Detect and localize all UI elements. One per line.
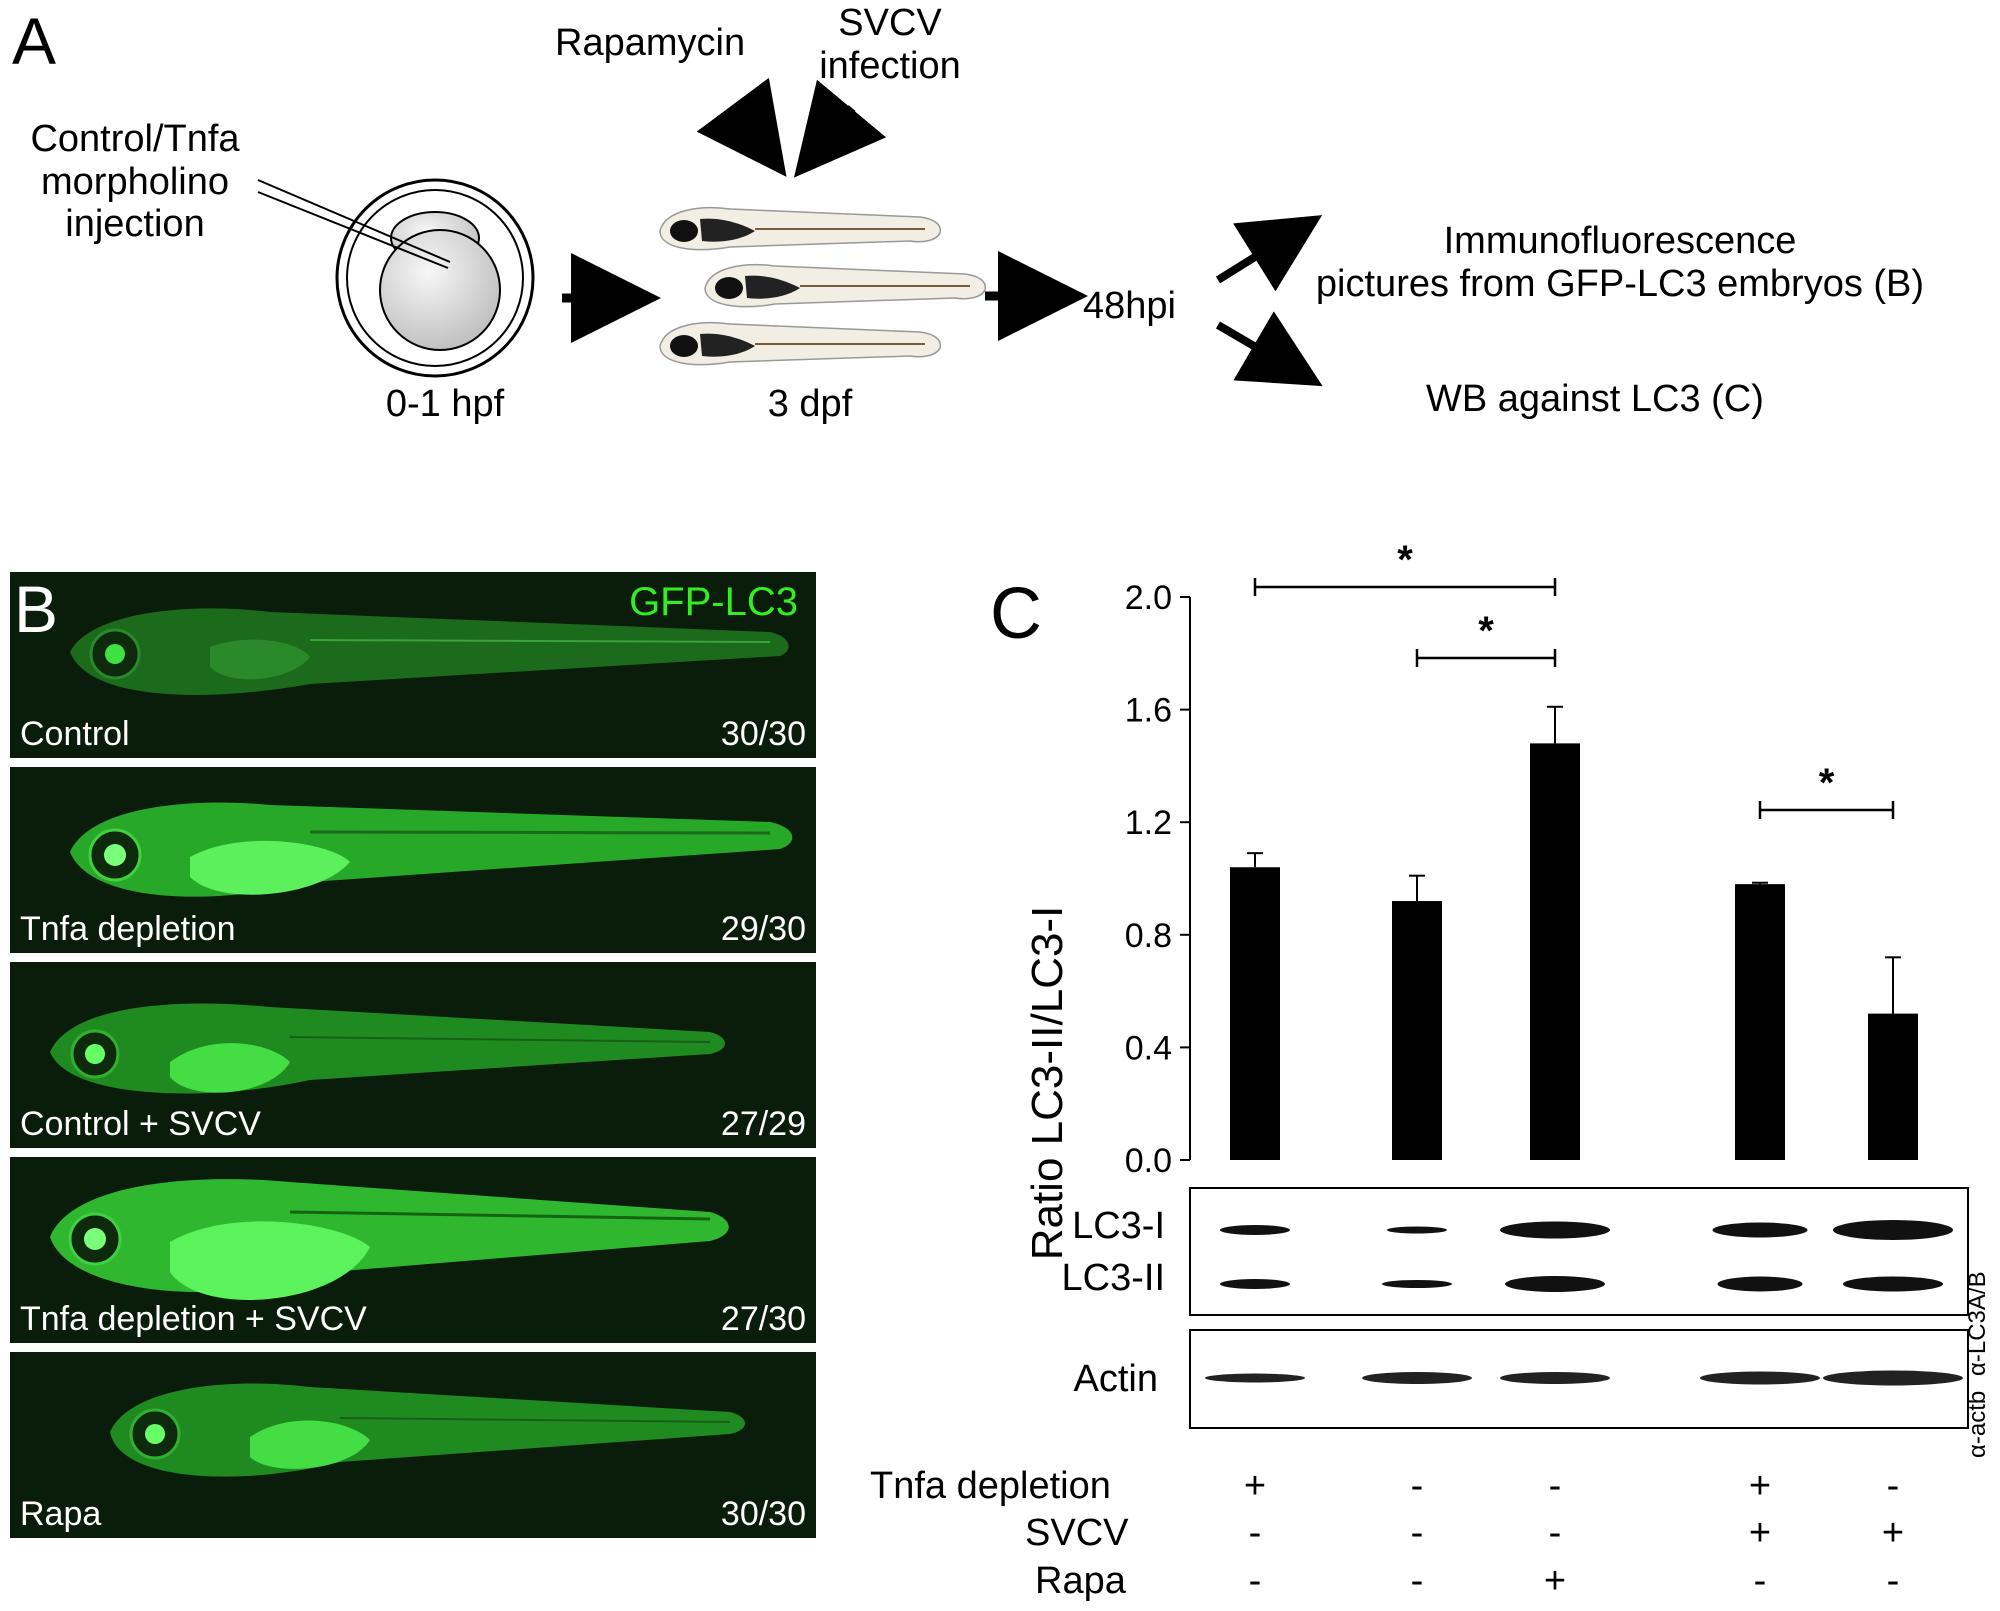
blot-band-lc3-i (1220, 1225, 1290, 1235)
fish-count: 27/29 (720, 1105, 806, 1143)
condition-sign: + (1243, 1465, 1267, 1507)
larva-fluorescence (50, 1003, 725, 1094)
flow-arrows (562, 77, 1323, 387)
injection-needle (257, 179, 451, 269)
blot-band-lc3-ii (1843, 1276, 1943, 1292)
gfp-lc3-label: GFP-LC3 (629, 580, 798, 624)
fish-label: Control + SVCV (20, 1105, 261, 1143)
panel-c-letter: C (990, 574, 1042, 654)
condition-sign: - (1548, 1465, 1562, 1507)
fish-label: Rapa (20, 1495, 102, 1533)
lc3-i-label: LC3-I (1072, 1205, 1165, 1247)
y-tick-label: 1.6 (1125, 692, 1172, 730)
condition-sign: - (1886, 1560, 1900, 1602)
fish-image: B GFP-LC3 Control 30/30 (10, 572, 816, 758)
blot-band-actin (1500, 1372, 1610, 1384)
y-tick-label: 0.4 (1125, 1029, 1172, 1067)
bar (1735, 884, 1785, 1160)
condition-label-rapa: Rapa (1035, 1560, 1126, 1602)
svcv-line-2: infection (819, 44, 961, 87)
immunofluorescence-text: Immunofluorescence pictures from GFP-LC3… (1270, 220, 1970, 305)
bar (1868, 1013, 1918, 1160)
panel-a-diagram (257, 77, 1323, 387)
injection-line-3: injection (65, 203, 205, 246)
fish-count: 30/30 (720, 715, 806, 753)
egg-time-label: 0-1 hpf (385, 383, 505, 425)
blot-band-actin (1362, 1372, 1472, 1384)
fish-image: Rapa 30/30 (10, 1352, 816, 1538)
blot-band-lc3-i (1500, 1221, 1610, 1239)
blot-band-lc3-i (1712, 1222, 1808, 1238)
injection-line-1: Control/Tnfa (30, 118, 240, 160)
larva-fluorescence (110, 1383, 745, 1477)
blot-band-actin (1700, 1371, 1820, 1385)
injection-line-2: morpholino (41, 160, 229, 203)
fish-label: Control (20, 715, 130, 753)
blot-band-lc3-i (1833, 1220, 1953, 1240)
rapamycin-label: Rapamycin (555, 22, 746, 64)
bar (1392, 901, 1442, 1160)
fish-count: 29/30 (720, 910, 806, 948)
fish-count: 30/30 (720, 1495, 806, 1533)
y-tick-label: 0.8 (1125, 917, 1172, 955)
fish-image: Tnfa depletion 29/30 (10, 767, 816, 953)
hpi-label: 48hpi (1083, 285, 1176, 327)
fish-image: Tnfa depletion + SVCV 27/30 (10, 1157, 816, 1343)
fish-label: Tnfa depletion (20, 910, 236, 948)
blot-band-actin (1823, 1370, 1963, 1386)
y-tick-label: 1.2 (1125, 804, 1172, 842)
panel-a-letter: A (12, 4, 57, 78)
condition-sign: + (1881, 1512, 1905, 1554)
bar (1230, 867, 1280, 1160)
if-line-1: Immunofluorescence (1443, 220, 1797, 262)
lc3-blot-box (1189, 1187, 1969, 1316)
injection-text: Control/Tnfa morpholino injection (10, 118, 260, 246)
condition-sign: - (1410, 1512, 1424, 1554)
condition-label-tnfa: Tnfa depletion (870, 1465, 1111, 1507)
condition-sign: + (1543, 1560, 1567, 1602)
antibody-lc3-label: α-LC3A/B (1964, 1271, 1991, 1376)
blot-band-lc3-ii (1717, 1276, 1803, 1292)
condition-sign: - (1886, 1465, 1900, 1507)
egg-illustration (335, 178, 535, 378)
condition-sign: + (1748, 1512, 1772, 1554)
condition-sign: - (1410, 1465, 1424, 1507)
y-tick-label: 0.0 (1125, 1142, 1172, 1180)
larva-time-label: 3 dpf (767, 383, 853, 425)
svcv-infection-text: SVCV infection (800, 2, 980, 87)
if-line-2: pictures from GFP-LC3 embryos (B) (1315, 262, 1925, 305)
larva-fluorescence (70, 608, 789, 695)
significance-star: * (1397, 538, 1413, 582)
panel-b-letter: B (14, 572, 59, 646)
condition-sign: - (1248, 1512, 1262, 1554)
blot-band-lc3-ii (1382, 1280, 1452, 1288)
blot-band-lc3-ii (1505, 1276, 1605, 1292)
larvae-illustration (659, 206, 987, 366)
lc3-ii-label: LC3-II (1061, 1257, 1165, 1299)
condition-label-svcv: SVCV (1025, 1512, 1129, 1554)
blot-band-lc3-ii (1220, 1279, 1290, 1289)
blot-band-lc3-i (1387, 1226, 1447, 1234)
significance-star: * (1819, 761, 1835, 805)
fish-image: Control + SVCV 27/29 (10, 962, 816, 1148)
condition-sign: - (1410, 1560, 1424, 1602)
bar (1530, 743, 1580, 1160)
svcv-line-1: SVCV (838, 2, 942, 44)
larva-fluorescence (50, 1179, 729, 1300)
antibody-actin-label: α-actb (1964, 1390, 1991, 1458)
significance-star: * (1478, 609, 1494, 653)
fish-label: Tnfa depletion + SVCV (20, 1300, 367, 1338)
y-tick-label: 2.0 (1125, 579, 1172, 617)
larva-fluorescence (70, 802, 793, 897)
blot-band-actin (1205, 1373, 1305, 1383)
actin-label: Actin (1073, 1358, 1158, 1400)
condition-sign: - (1548, 1512, 1562, 1554)
condition-sign: + (1748, 1465, 1772, 1507)
fish-count: 27/30 (720, 1300, 806, 1338)
wb-label: WB against LC3 (C) (1426, 378, 1764, 420)
condition-sign: - (1753, 1560, 1767, 1602)
condition-sign: - (1248, 1560, 1262, 1602)
